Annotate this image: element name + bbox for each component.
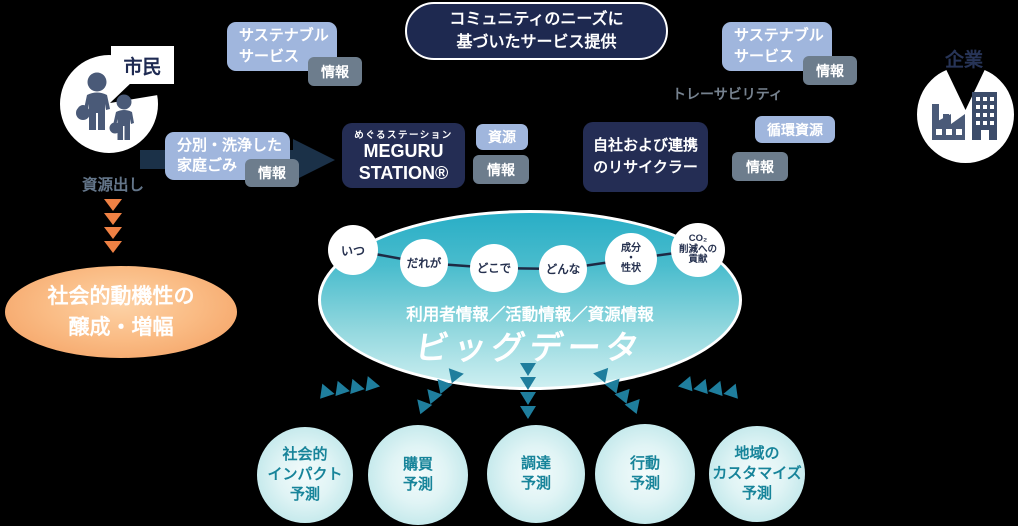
prediction-line: 行動 xyxy=(629,454,660,472)
bigdata-subtitle: 利用者情報／活動情報／資源情報 xyxy=(406,306,654,324)
community-needs-banner: コミュニティのニーズに 基づいたサービス提供 xyxy=(405,2,668,60)
citizen-label-text: 市民 xyxy=(123,56,162,78)
bubble-text: いつ xyxy=(340,243,365,258)
bubble-what: どんな xyxy=(539,245,587,293)
resource-out-label: 資源出し xyxy=(82,177,145,194)
prediction-social-impact: 社会的 インパクト 予測 xyxy=(257,427,353,523)
info-badge: 情報 xyxy=(473,155,529,184)
meguru-name-line: STATION® xyxy=(358,162,449,183)
prediction-line: カスタマイズ xyxy=(712,464,802,482)
sustainable-service-box-right: サステナブル サービス xyxy=(722,22,832,71)
bubble-text: 貢献 xyxy=(688,254,708,266)
down-arrow-icon xyxy=(104,227,122,239)
bubble-text: どんな xyxy=(545,264,581,276)
bubble-who: だれが xyxy=(400,239,448,287)
motivation-line: 醸成・増幅 xyxy=(68,316,174,339)
bigdata-ellipse xyxy=(318,210,742,390)
prediction-line: 予測 xyxy=(629,475,660,492)
meguru-kana: めぐるステーション xyxy=(354,129,453,141)
sustainable-line: サービス xyxy=(734,47,795,65)
bubble-when: いつ xyxy=(328,225,378,275)
prediction-purchase: 購買 予測 xyxy=(368,425,468,525)
traceability-label: トレーサビリティ xyxy=(672,86,783,102)
info-badge: 情報 xyxy=(308,57,362,86)
social-motivation-ellipse: 社会的動機性の 醸成・増幅 xyxy=(5,266,237,358)
prediction-line: 予測 xyxy=(289,486,320,504)
prediction-procurement: 調達 予測 xyxy=(487,425,585,523)
bubble-text: どこで xyxy=(476,263,512,275)
sustainable-line: サステナブル xyxy=(239,27,329,45)
prediction-regional-customize: 地域の カスタマイズ 予測 xyxy=(709,426,805,522)
recycler-line: 自社および連携 xyxy=(592,136,698,154)
company-icon xyxy=(917,66,1014,163)
banner-line: コミュニティのニーズに xyxy=(449,10,624,28)
prediction-line: 調達 xyxy=(520,454,551,472)
prediction-line: 購買 xyxy=(402,455,433,473)
flow-arrow-head-icon xyxy=(293,139,335,181)
info-badge: 情報 xyxy=(732,152,788,181)
bigdata-title: ビッグデータ xyxy=(413,329,647,366)
prediction-line: 予測 xyxy=(402,476,433,493)
prediction-line: 社会的 xyxy=(282,445,328,463)
bubble-text: だれが xyxy=(406,258,442,270)
info-badge: 情報 xyxy=(245,159,299,187)
banner-line: 基づいたサービス提供 xyxy=(456,34,617,51)
bubble-text: 性状 xyxy=(621,263,641,274)
prediction-line: 予測 xyxy=(741,485,772,503)
motivation-line: 社会的動機性の xyxy=(47,284,195,308)
down-arrow-icon xyxy=(104,213,122,225)
prediction-line: 地域の xyxy=(734,444,780,462)
bubble-text: CO₂ xyxy=(688,232,708,244)
company-label: 企業 xyxy=(944,50,983,71)
circular-resource-badge: 循環資源 xyxy=(755,116,835,143)
resource-badge: 資源 xyxy=(476,124,528,150)
citizen-label: 市民 xyxy=(111,46,174,84)
down-arrow-icon xyxy=(104,199,122,211)
prediction-line: 予測 xyxy=(520,475,551,492)
sustainable-line: サービス xyxy=(239,47,300,65)
meguru-station-box: めぐるステーション MEGURU STATION® xyxy=(342,123,465,188)
down-arrow-icon xyxy=(104,241,122,253)
sustainable-line: サステナブル xyxy=(734,27,824,45)
sorted-waste-line: 分別・洗浄した xyxy=(177,136,283,154)
bubble-composition: 成分 ・ 性状 xyxy=(605,233,657,285)
sorted-waste-line: 家庭ごみ xyxy=(177,157,238,174)
bubble-text: 成分 xyxy=(621,243,641,254)
bubble-co2: CO₂ 削減への 貢献 xyxy=(671,223,725,277)
recycler-line: のリサイクラー xyxy=(593,159,698,176)
bubble-where: どこで xyxy=(470,244,518,292)
info-badge: 情報 xyxy=(803,56,857,85)
recycler-box: 自社および連携 のリサイクラー xyxy=(583,122,708,192)
meguru-name-line: MEGURU xyxy=(363,140,444,161)
prediction-line: インパクト xyxy=(267,465,343,483)
prediction-behavior: 行動 予測 xyxy=(595,424,695,524)
